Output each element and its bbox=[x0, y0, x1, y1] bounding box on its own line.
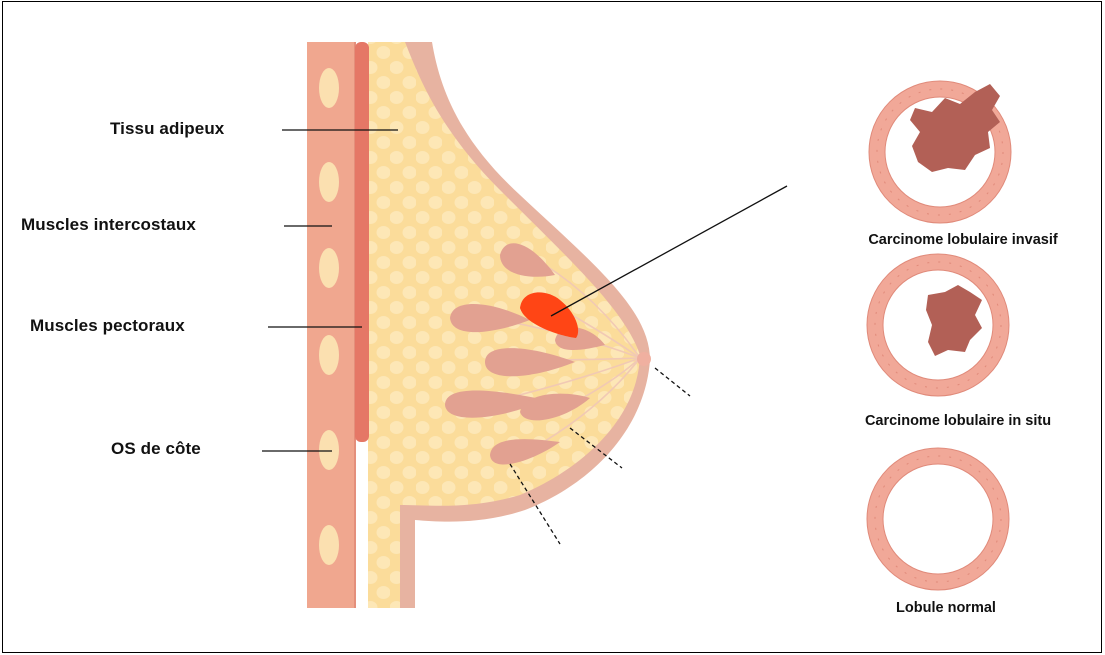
caption-lobular-carcinoma-in-situ: Carcinome lobulaire in situ bbox=[865, 413, 1051, 429]
rib bbox=[319, 162, 339, 202]
caption-normal-lobule: Lobule normal bbox=[896, 600, 996, 616]
caption-invasive-lobular-carcinoma: Carcinome lobulaire invasif bbox=[868, 232, 1057, 248]
lobule-invasive-figure bbox=[869, 81, 1011, 223]
carcinoma-cells bbox=[926, 285, 982, 356]
lobule-normal-figure bbox=[867, 448, 1009, 590]
nipple bbox=[637, 352, 651, 366]
rib bbox=[319, 68, 339, 108]
chest-wall bbox=[307, 42, 355, 608]
label-fat-tissue: Tissu adipeux bbox=[110, 119, 224, 139]
rib bbox=[319, 335, 339, 375]
label-pectoral-muscles: Muscles pectoraux bbox=[30, 316, 185, 336]
rib bbox=[319, 430, 339, 470]
pectoral-muscle bbox=[355, 42, 369, 442]
label-rib-bone: OS de côte bbox=[111, 439, 201, 459]
lobule-in-situ-figure bbox=[867, 254, 1009, 396]
rib bbox=[319, 248, 339, 288]
label-intercostal-muscles: Muscles intercostaux bbox=[21, 215, 196, 235]
rib bbox=[319, 525, 339, 565]
